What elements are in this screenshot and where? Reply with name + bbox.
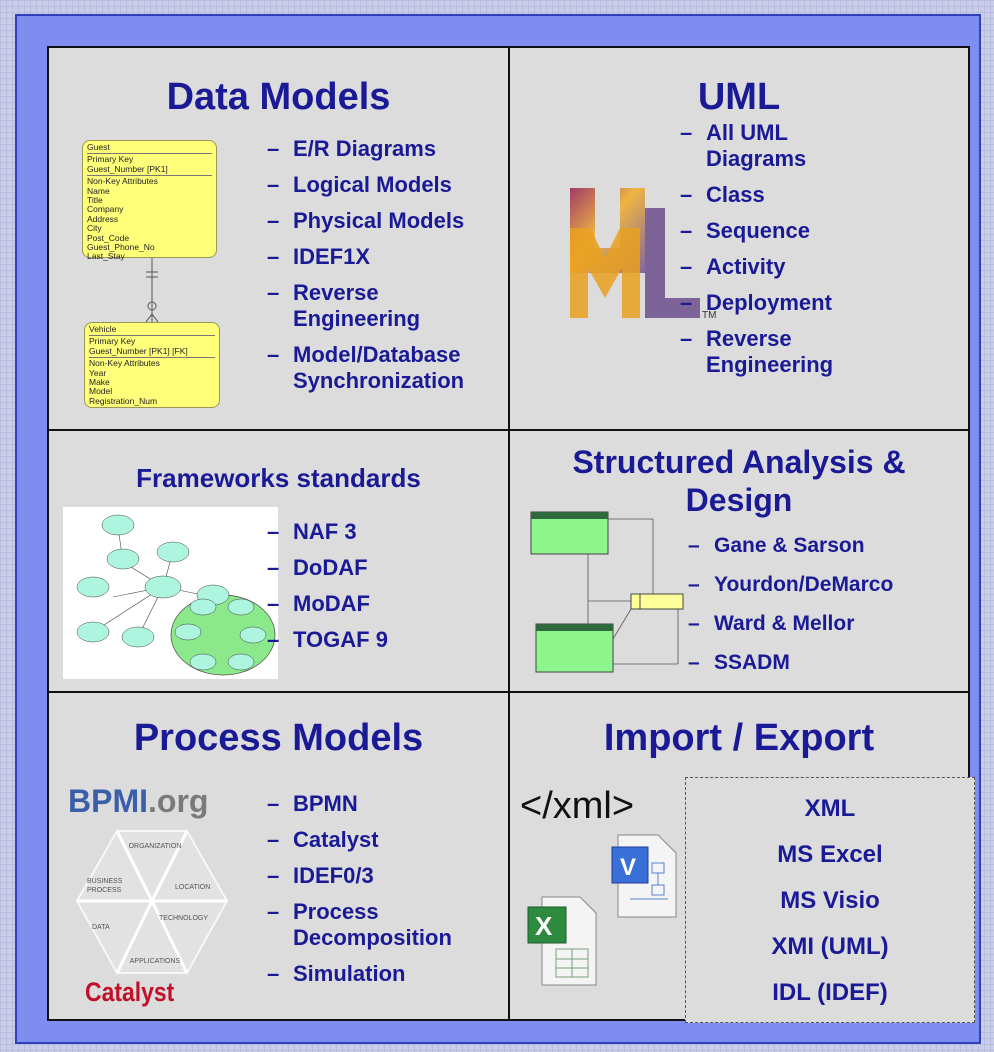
list-item: All UML Diagrams: [680, 120, 856, 172]
hex-label: BUSINESS PROCESS: [87, 878, 123, 894]
er-text: Non-Key Attributes: [89, 358, 160, 369]
hex-label: DATA: [92, 924, 110, 931]
uml-logo-icon: TM: [570, 188, 716, 321]
export-format: MS Visio: [780, 887, 880, 914]
export-format: XML: [804, 795, 856, 822]
list-item: Process Decomposition: [267, 899, 497, 951]
er-entity-vehicle: Vehicle Primary Key Guest_Number [PK1] […: [84, 322, 220, 408]
er-relationship-line: [145, 258, 159, 322]
list-item: Model/Database Synchronization: [267, 342, 507, 394]
er-text: Last_Stay: [87, 251, 125, 262]
export-format: XMI (UML): [771, 933, 889, 960]
list-item: NAF 3: [267, 519, 497, 545]
er-text: Non-Key Attributes: [87, 176, 158, 187]
bpmi-logo-suffix: .org: [148, 783, 209, 819]
er-text: Name: [87, 185, 110, 196]
panel-frameworks: Frameworks standards: [47, 429, 510, 693]
er-text: City: [87, 223, 102, 234]
er-text: Vehicle: [89, 324, 117, 334]
bpmi-logo: BPMI.org: [68, 783, 208, 820]
panel-structured-analysis: Structured Analysis & Design Gane & Sars…: [508, 429, 970, 693]
list-item: BPMN: [267, 791, 497, 817]
list-item: IDEF0/3: [267, 863, 497, 889]
er-text: Guest_Number [PK1]: [87, 163, 168, 174]
panel-data-models: Data Models Guest Primary Key Guest_Numb…: [47, 46, 510, 431]
panel-title: Import / Export: [603, 717, 875, 759]
er-text: Model: [89, 386, 113, 397]
list-item: Gane & Sarson: [688, 533, 968, 559]
list-item: Activity: [680, 254, 930, 280]
panel-import-export: Import / Export </xml> V X XML MS Excel …: [508, 691, 975, 1023]
list-item: Class: [680, 182, 930, 208]
list-item: SSADM: [688, 650, 968, 676]
export-formats-box: XML MS Excel MS Visio XMI (UML) IDL (IDE…: [685, 777, 975, 1023]
panel-title: Data Models: [166, 76, 391, 118]
list-item: Yourdon/DeMarco: [688, 572, 968, 598]
list-item: Logical Models: [267, 172, 507, 198]
hex-label: LOCATION: [175, 884, 211, 891]
list-item: Deployment: [680, 290, 930, 316]
excel-file-icon: X: [527, 896, 597, 986]
panel-title: UML: [697, 76, 781, 118]
er-text: Registration_Num: [89, 395, 158, 406]
hex-label: TECHNOLOGY: [159, 915, 209, 922]
dfd-diagram-icon: [530, 511, 684, 673]
er-text: Make: [89, 377, 110, 388]
er-text: Post_Code: [87, 232, 130, 243]
uml-list: All UML Diagrams Class Sequence Activity…: [680, 120, 930, 388]
catalyst-logo: Catalyst: [85, 977, 175, 1007]
er-text: Guest_Number [PK1] [FK]: [89, 345, 188, 356]
list-item: Simulation: [267, 961, 497, 987]
er-text: Title: [87, 195, 103, 206]
er-text: Primary Key: [89, 336, 136, 347]
panel-process-models: Process Models BPMI.org ORGANIZATION BUS…: [47, 691, 510, 1021]
panel-title: Process Models: [133, 717, 424, 759]
list-item: TOGAF 9: [267, 627, 497, 653]
list-item: Ward & Mellor: [688, 611, 968, 637]
catalyst-hexagon-icon: [75, 830, 229, 974]
hex-label: ORGANIZATION: [128, 843, 182, 850]
list-item: Reverse Engineering: [680, 326, 856, 378]
er-text: Company: [87, 204, 124, 215]
list-item: IDEF1X: [267, 244, 507, 270]
er-text: Primary Key: [87, 154, 134, 165]
frameworks-list: NAF 3 DoDAF MoDAF TOGAF 9: [267, 519, 497, 663]
panel-title: Structured Analysis & Design: [572, 444, 906, 518]
data-models-list: E/R Diagrams Logical Models Physical Mod…: [267, 136, 507, 404]
panel-title: Frameworks standards: [136, 463, 421, 493]
list-item: Sequence: [680, 218, 930, 244]
list-item: Reverse Engineering: [267, 280, 507, 332]
export-format: IDL (IDEF): [772, 979, 888, 1006]
list-item: Catalyst: [267, 827, 497, 853]
export-format: MS Excel: [777, 841, 883, 868]
hex-label: APPLICATIONS: [129, 958, 181, 965]
list-item: E/R Diagrams: [267, 136, 507, 162]
er-entity-guest: Guest Primary Key Guest_Number [PK1] Non…: [82, 140, 217, 262]
bpmi-logo-main: BPMI: [68, 783, 148, 819]
list-item: MoDAF: [267, 591, 497, 617]
er-text: Guest: [87, 142, 110, 152]
list-item: Physical Models: [267, 208, 507, 234]
structured-list: Gane & Sarson Yourdon/DeMarco Ward & Mel…: [688, 533, 968, 689]
svg-text:X: X: [535, 911, 553, 941]
process-list: BPMN Catalyst IDEF0/3 Process Decomposit…: [267, 791, 497, 997]
svg-text:V: V: [620, 854, 636, 881]
er-text: Year: [89, 367, 107, 378]
er-text: Address: [87, 213, 119, 224]
visio-file-icon: V: [611, 834, 677, 918]
panel-uml: UML TM All UML Diagrams Class Sequence A…: [508, 46, 970, 431]
er-text: Guest_Phone_No: [87, 242, 155, 253]
list-item: DoDAF: [267, 555, 497, 581]
xml-tag-logo: </xml>: [520, 785, 635, 827]
togaf-adm-diagram-icon: [63, 507, 278, 679]
